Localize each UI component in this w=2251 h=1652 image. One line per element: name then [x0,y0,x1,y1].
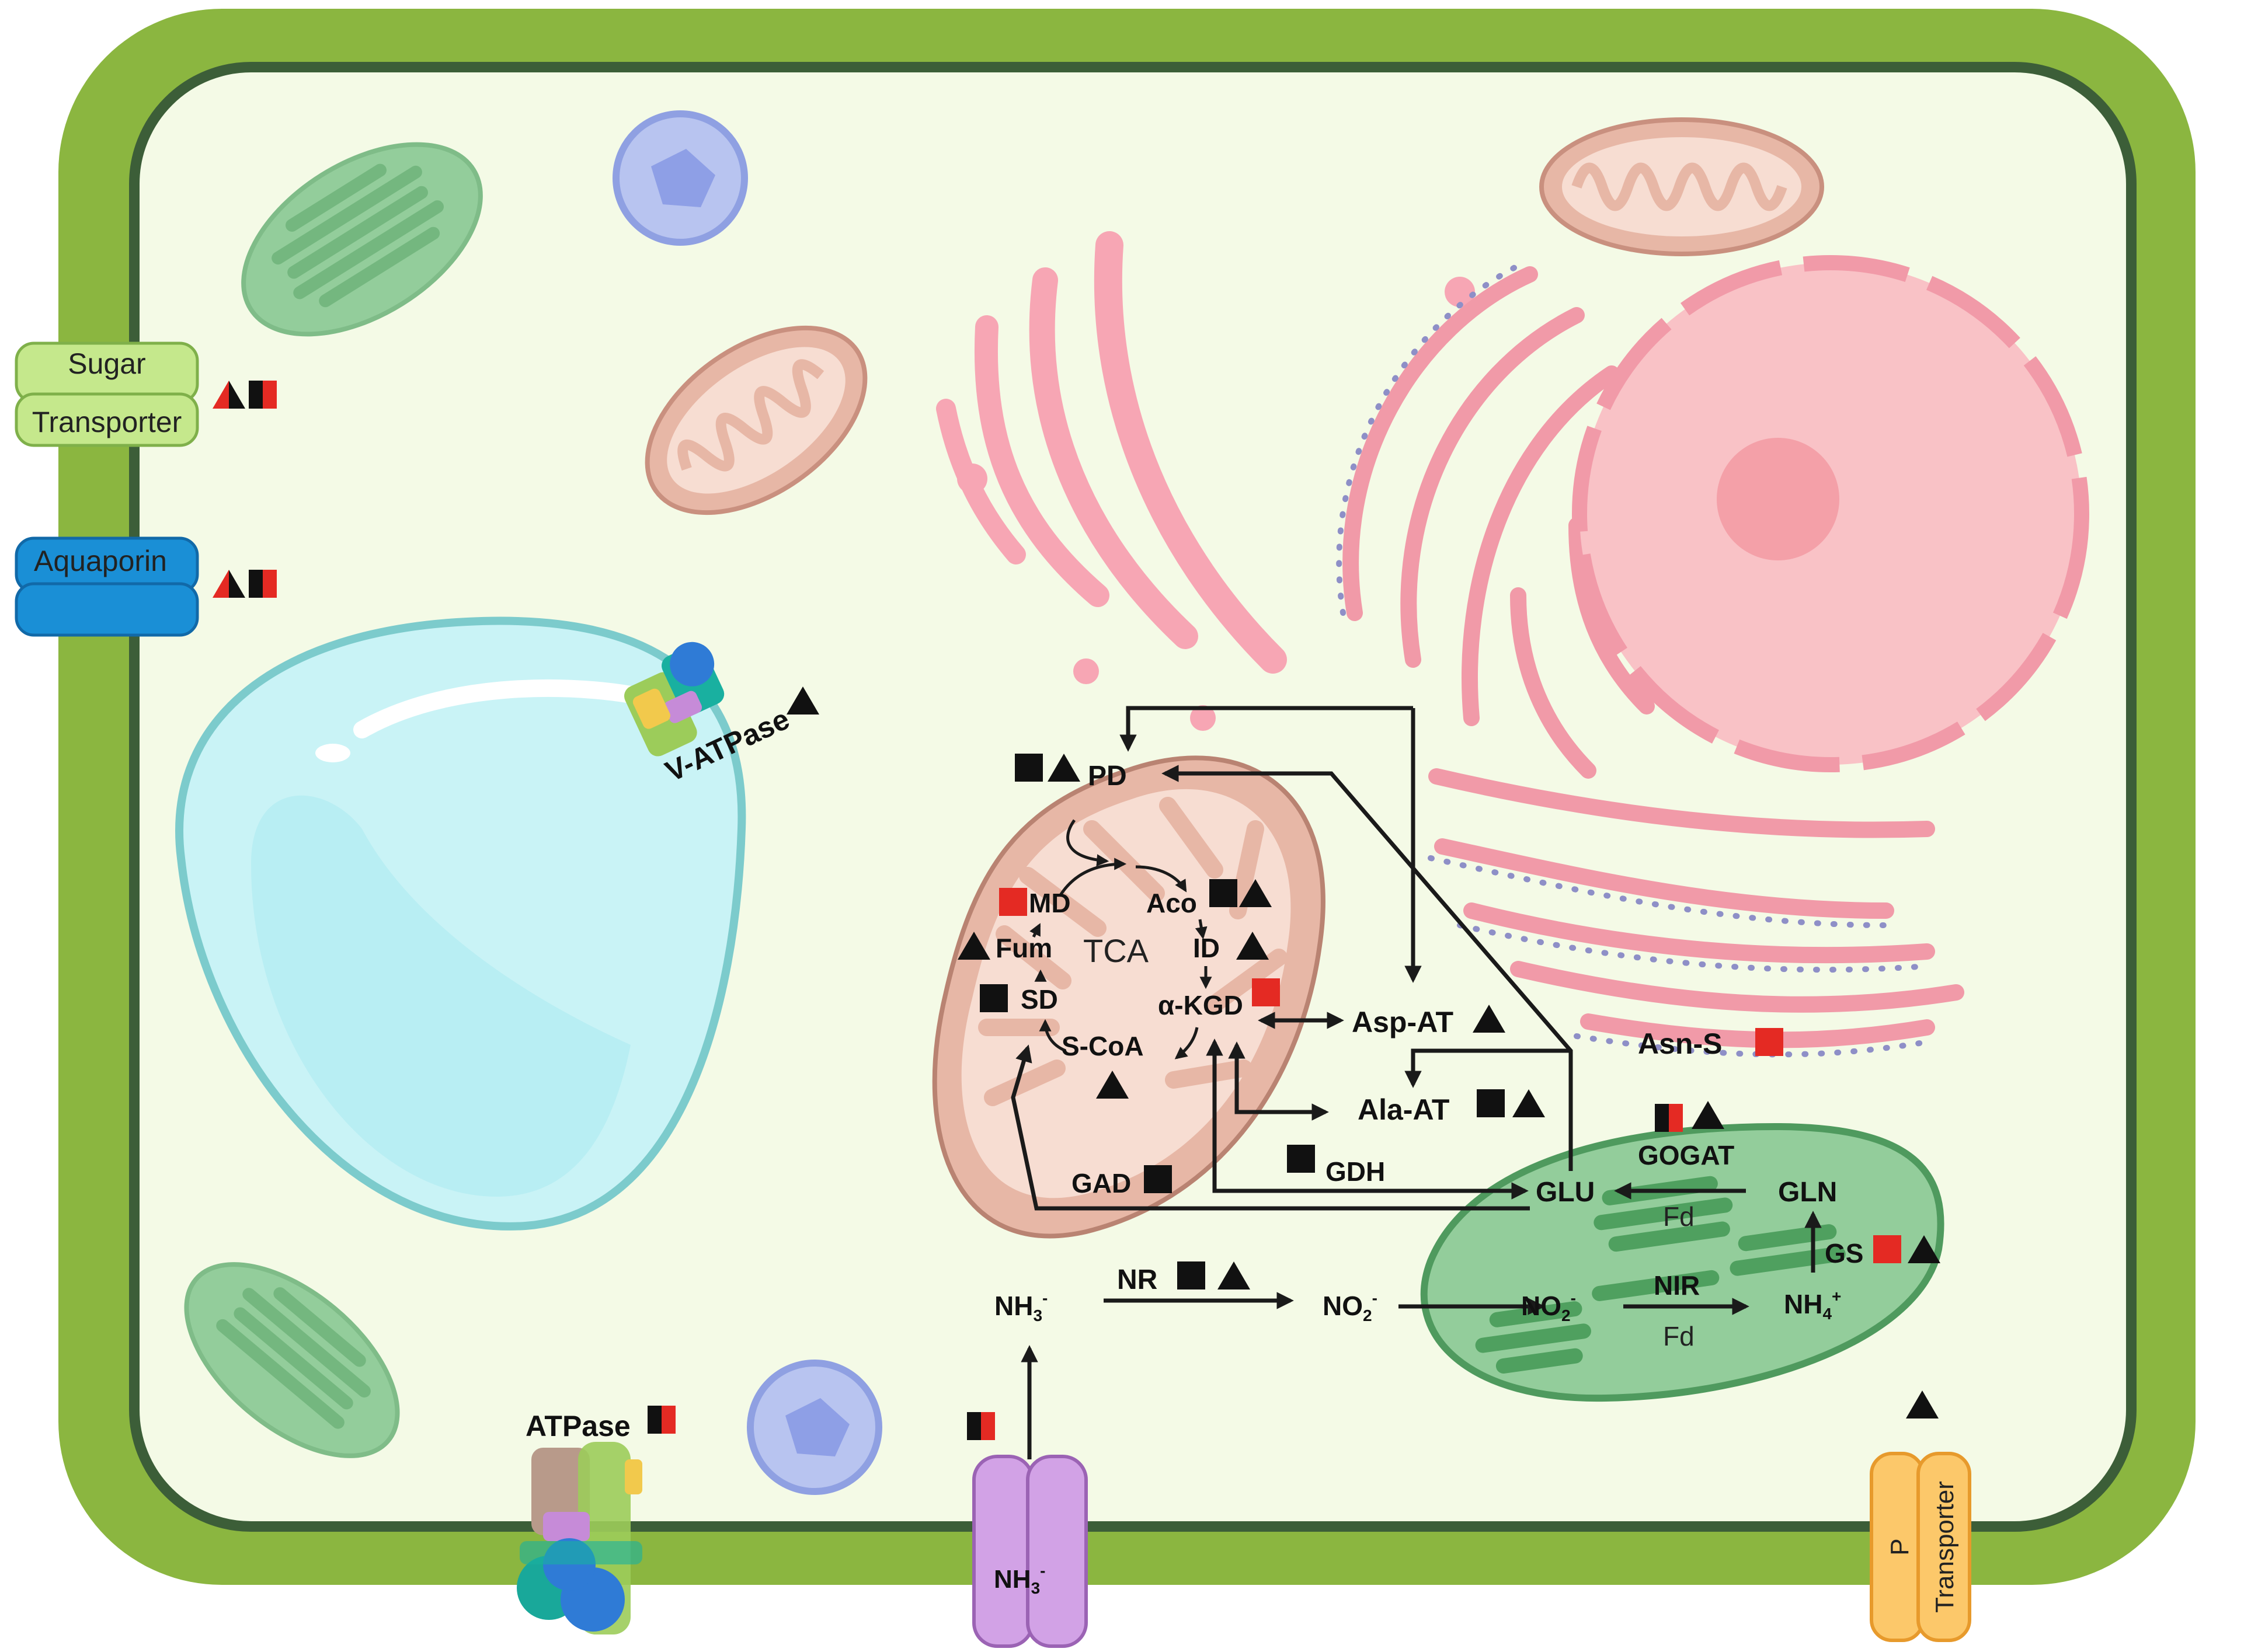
sugar-square-marker [249,381,277,409]
asn-s-label: Asn-S [1638,1027,1722,1060]
no2-plastid-label: NO [1521,1291,1561,1321]
nucleus [1572,255,2089,772]
akgd-label: α-KGD [1158,990,1243,1020]
aco-label: Aco [1146,888,1197,918]
svg-text:NH3-: NH3- [994,1562,1045,1597]
nir-label: NIR [1654,1270,1700,1301]
sugar-transporter-label-bottom: Transporter [32,406,182,438]
atpase-label: ATPase [526,1410,631,1442]
svg-text:NO2-: NO2- [1323,1289,1377,1325]
aco-square-marker [1209,879,1237,907]
endoplasmic-reticulum [1342,266,1964,1048]
md-square-marker [999,888,1027,916]
no2-plastid-sup: - [1571,1289,1576,1307]
atpase-protein[interactable] [517,1442,642,1634]
p-transporter[interactable]: P Transporter [1870,1452,1971,1642]
nh3-label: NH [994,1291,1033,1321]
ala-at-square-marker [1477,1089,1505,1117]
p-transporter-label-top: P [1885,1538,1914,1555]
svg-text:NO2-: NO2- [1521,1289,1576,1325]
nh3-channel-square-marker [967,1412,995,1440]
p-transporter-label-bottom: Transporter [1930,1481,1959,1613]
atpase-square-marker [648,1406,676,1434]
nr-label: NR [1117,1264,1157,1295]
asn-s-square-marker [1755,1028,1783,1056]
nr-square-marker [1177,1261,1205,1289]
ala-at-label: Ala-AT [1358,1093,1449,1126]
sugar-transporter[interactable]: Sugar Transporter [15,341,199,447]
gs-square-marker [1873,1235,1901,1263]
gad-label: GAD [1071,1168,1131,1198]
aquaporin[interactable]: Aquaporin [15,536,199,637]
gdh-square-marker [1287,1145,1315,1173]
vesicle-top [613,110,748,246]
nh3-sub: 3 [1033,1306,1042,1325]
nh3-channel-label: NH [994,1565,1031,1594]
chloroplast-top-left [241,142,483,337]
svg-text:NH3-: NH3- [994,1289,1048,1325]
gdh-label: GDH [1325,1156,1385,1187]
pd-square-marker [1015,754,1043,782]
er-ribosomes [1336,263,1930,1058]
nh3-channel[interactable] [972,1455,1088,1648]
aquaporin-square-marker [249,570,277,598]
nh3-sup: - [1042,1289,1048,1307]
gogat-fd-label: Fd [1663,1201,1695,1232]
nir-fd-label: Fd [1663,1321,1695,1351]
pd-label: PD [1088,761,1127,792]
pathway-arrows [1011,706,1822,1459]
gogat-square-marker [1655,1104,1683,1132]
svg-text:NH4+: NH4+ [1784,1287,1841,1323]
tca-cycle-arrows [1029,819,1212,1059]
gln-label: GLN [1778,1177,1837,1208]
aquaporin-label: Aquaporin [34,545,167,577]
nh3-channel-sub: 3 [1031,1579,1041,1597]
nh4-sup: + [1832,1287,1841,1305]
fum-label: Fum [996,933,1052,963]
nh4-label: NH [1784,1289,1822,1319]
mitochondrion-top-right [1539,117,1824,256]
asp-at-label: Asp-AT [1352,1006,1453,1038]
mitochondrion-top [645,325,868,515]
golgi-apparatus [936,231,1475,731]
gogat-label: GOGAT [1638,1140,1734,1170]
no2-cytosol-sup: - [1372,1289,1377,1307]
nh4-sub: 4 [1822,1305,1832,1323]
chloroplast-right [1420,1123,1944,1402]
gs-label: GS [1825,1238,1863,1268]
scoa-label: S-CoA [1062,1031,1144,1061]
sd-square-marker [980,984,1008,1012]
id-label: ID [1193,933,1220,963]
tca-label: TCA [1083,932,1149,969]
nh3-channel-sup: - [1040,1562,1045,1580]
no2-cytosol-sub: 2 [1363,1306,1372,1325]
glu-label: GLU [1536,1177,1595,1208]
v-atpase-protein[interactable] [614,635,742,759]
gad-square-marker [1144,1165,1172,1193]
vesicle-bottom [747,1360,882,1495]
sugar-transporter-label-top: Sugar [68,347,145,380]
chloroplast-bottom-left [184,1262,400,1458]
no2-cytosol-label: NO [1323,1291,1363,1321]
akgd-square-marker [1252,978,1280,1006]
vacuole [175,616,746,1231]
md-label: MD [1029,888,1071,918]
sd-label: SD [1021,984,1058,1015]
no2-plastid-sub: 2 [1561,1306,1571,1325]
